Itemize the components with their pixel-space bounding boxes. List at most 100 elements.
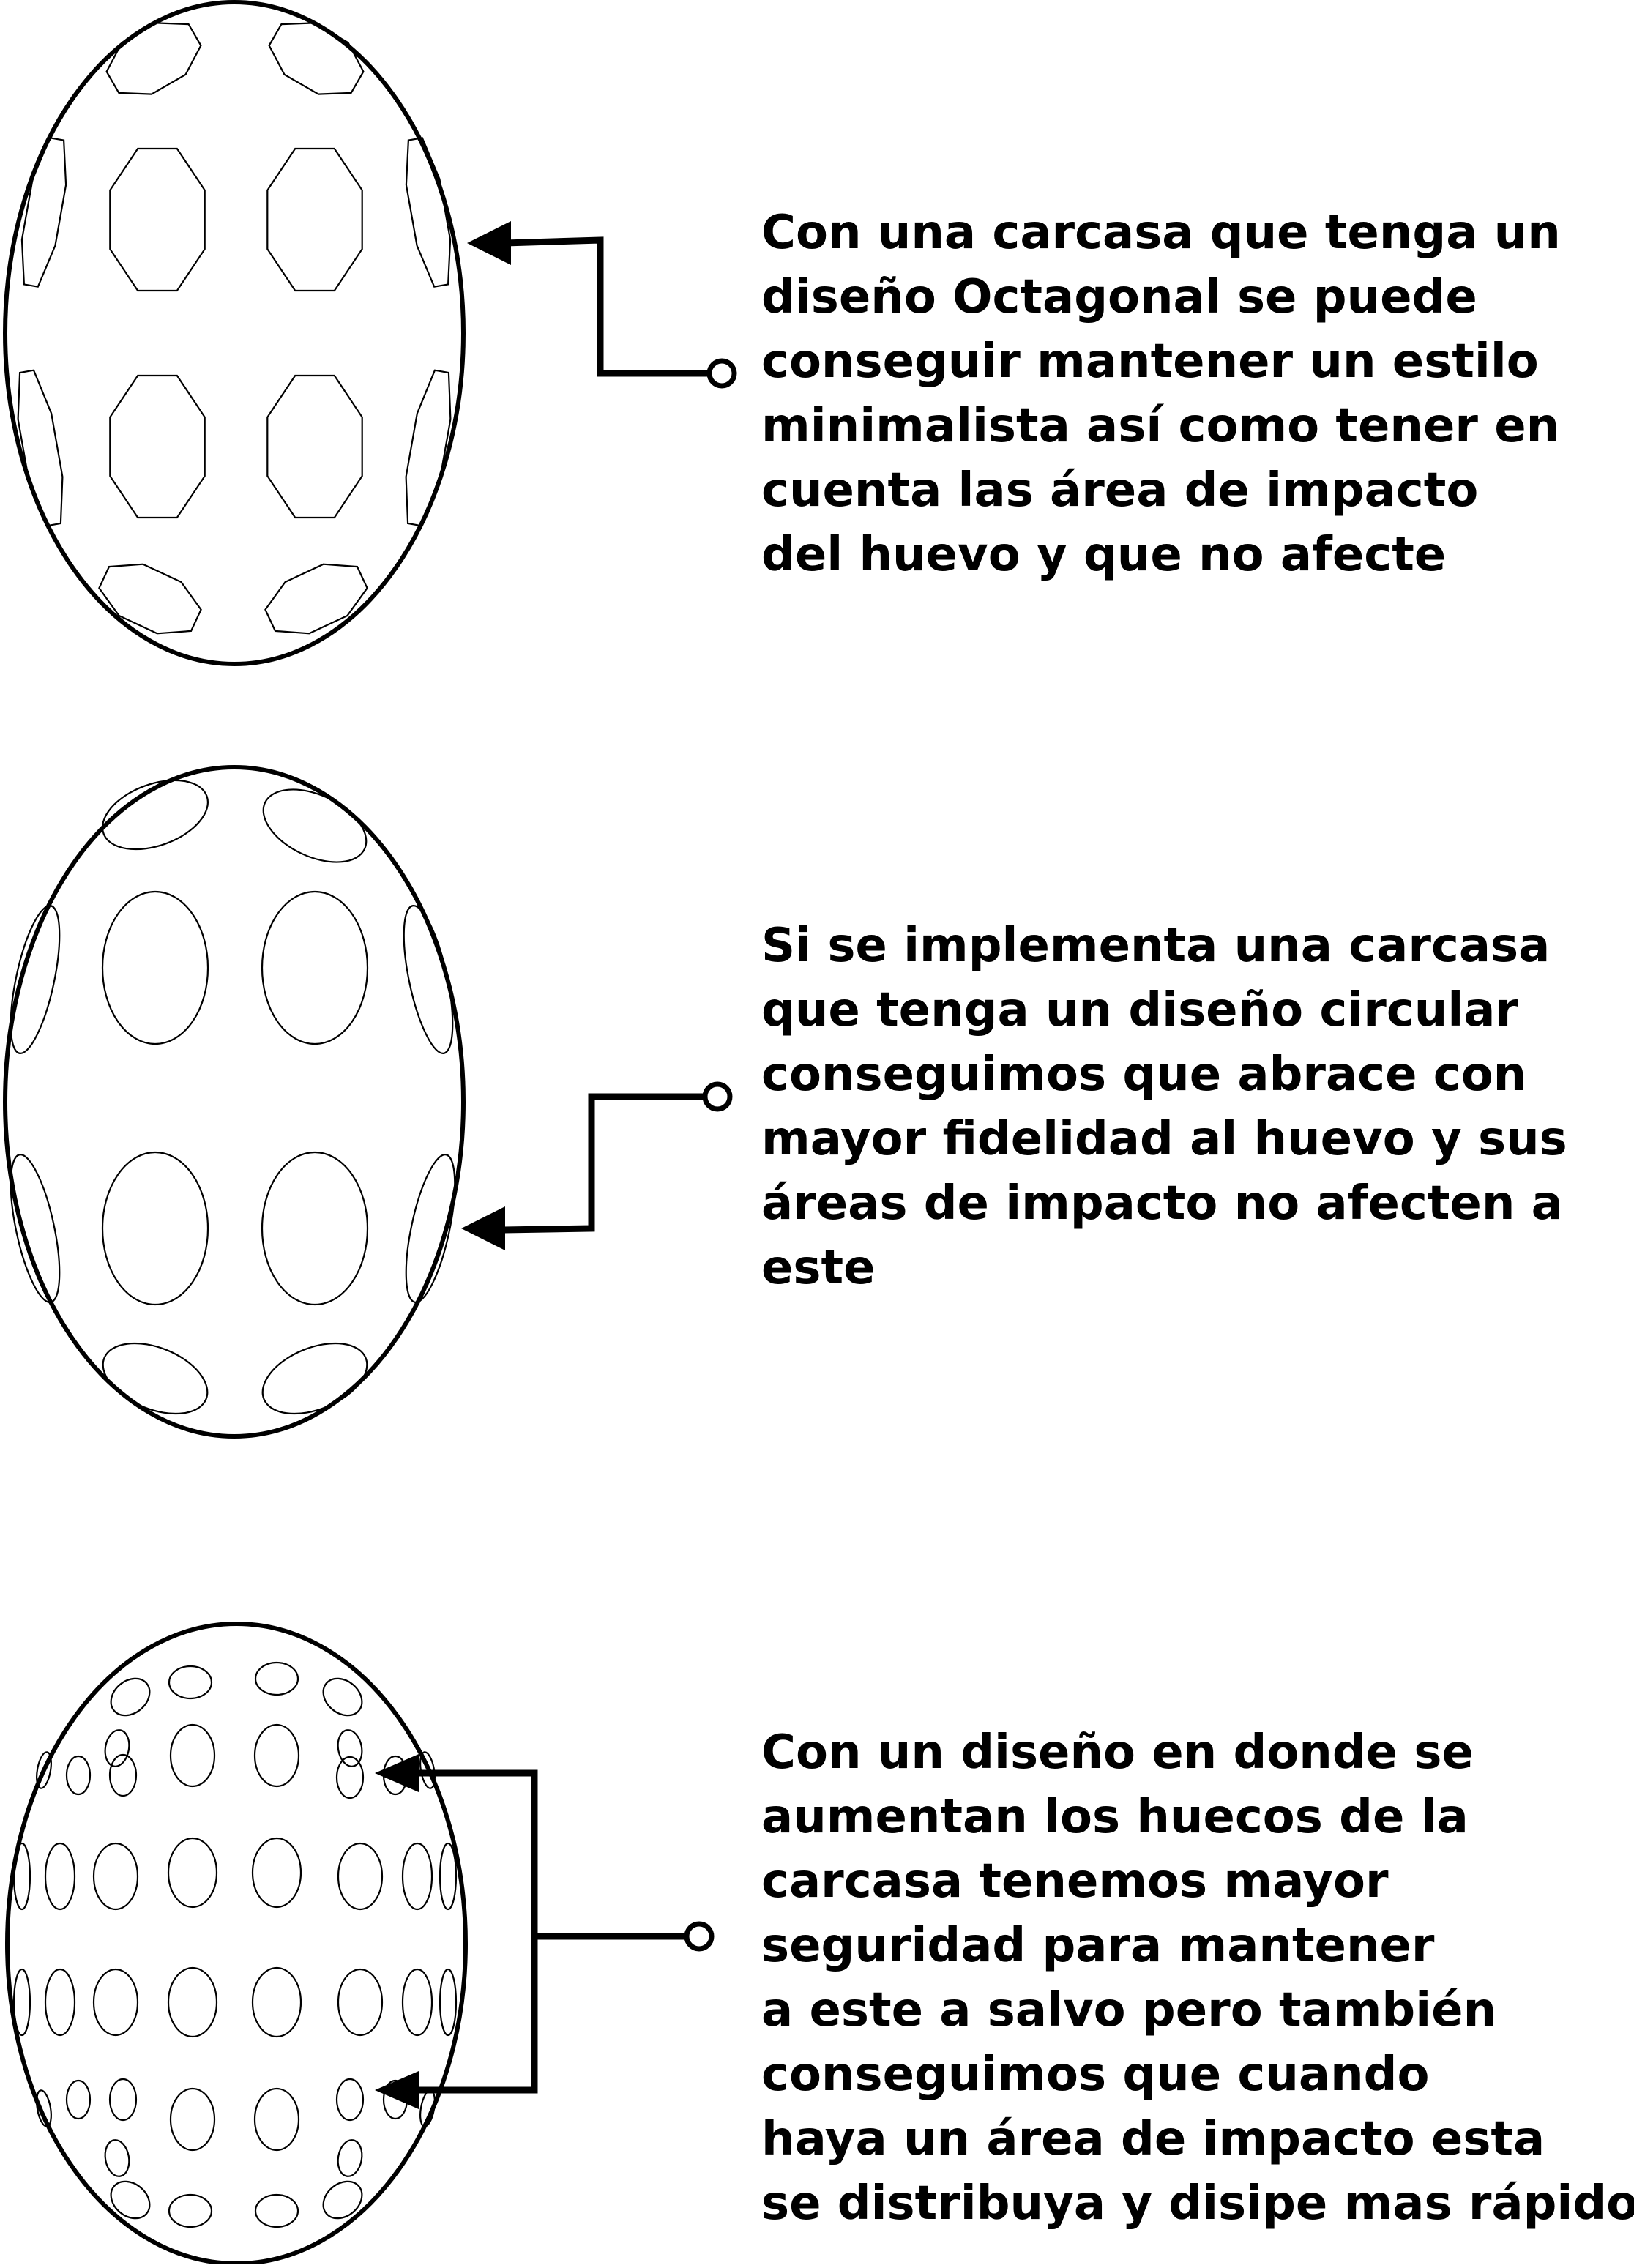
circular-hole — [254, 1661, 299, 1696]
octagonal-holes — [17, 22, 452, 635]
circular-hole — [65, 1755, 92, 1796]
caption-line: Con una carcasa que tenga un — [761, 206, 1561, 260]
octagon-hole — [405, 137, 452, 288]
egg-outline — [5, 1622, 468, 2266]
connector-anchor — [702, 1081, 733, 1112]
caption-line: haya un área de impacto esta — [761, 2112, 1545, 2166]
caption-line: diseño Octagonal se puede — [761, 270, 1477, 324]
circular-hole — [251, 1966, 302, 2038]
circular-hole — [101, 779, 209, 851]
caption-line: conseguir mantener un estilo — [761, 335, 1539, 389]
caption-line: Con un diseño en donde se — [761, 1726, 1474, 1780]
arrowhead — [461, 1206, 505, 1250]
circular-hole — [335, 1756, 365, 1799]
connector-arrow-3 — [375, 1754, 715, 2109]
octagon-hole — [268, 22, 365, 95]
egg-outline — [3, 765, 466, 1439]
perforated-holes — [12, 1661, 458, 2228]
circular-hole — [337, 2139, 363, 2177]
connector-line — [504, 236, 720, 377]
circular-hole — [36, 2089, 52, 2127]
caption-line: minimalista así como tener en — [761, 399, 1560, 453]
octagon-hole — [266, 374, 363, 519]
circular-hole — [322, 2180, 363, 2220]
circular-hole — [104, 2139, 130, 2177]
caption-line: se distribuya y disipe mas rápido — [761, 2176, 1634, 2231]
circular-hole — [169, 2087, 216, 2152]
connector-arrow-1 — [467, 221, 737, 389]
circular-hole — [337, 1729, 363, 1767]
arrowhead — [375, 2071, 419, 2109]
caption-line: que tenga un diseño circular — [761, 983, 1518, 1037]
octagonal-shell-egg — [3, 0, 466, 666]
arrowhead — [375, 1754, 419, 1792]
circular-hole — [337, 1968, 384, 2037]
caption-line: conseguimos que cuando — [761, 2048, 1430, 2102]
circular-hole — [168, 1665, 213, 1700]
circular-hole — [104, 1729, 130, 1767]
circular-hole — [261, 1342, 368, 1415]
caption-line: este — [761, 1241, 876, 1295]
octagon-hole — [109, 147, 206, 292]
circular-hole — [44, 1968, 76, 2037]
circular-hole — [12, 1968, 31, 2037]
caption-line: aumentan los huecos de la — [761, 1790, 1469, 1844]
octagon-hole — [105, 22, 202, 95]
perforated-shell-egg — [5, 1622, 468, 2266]
octagon-hole — [17, 369, 64, 527]
circular-hole — [167, 1966, 218, 2038]
caption-octagonal: Con una carcasa que tenga un diseño Octa… — [761, 201, 1625, 587]
circular-hole — [101, 890, 209, 1045]
circular-hole — [253, 2087, 300, 2152]
egg-outline — [3, 0, 466, 666]
circular-hole — [10, 1154, 61, 1303]
circular-holes — [10, 779, 456, 1415]
caption-line: cuenta las área de impacto — [761, 463, 1479, 518]
connector-line — [414, 1769, 698, 1940]
octagon-hole — [405, 369, 452, 527]
circular-hole — [439, 1842, 458, 1911]
circular-hole — [439, 1968, 458, 2037]
connector-anchor — [684, 1921, 715, 1952]
caption-line: seguridad para mantener — [761, 1919, 1435, 1973]
caption-line: carcasa tenemos mayor — [761, 1854, 1389, 1909]
circular-hole — [12, 1842, 31, 1911]
circular-hole — [36, 1751, 52, 1789]
circular-hole — [44, 1842, 76, 1911]
circular-hole — [261, 1151, 369, 1306]
caption-line: a este a salvo pero también — [761, 1983, 1497, 2037]
circular-hole — [253, 1723, 300, 1788]
circular-hole — [169, 1723, 216, 1788]
circular-hole — [401, 1968, 433, 2037]
caption-line: del huevo y que no afecte — [761, 528, 1447, 582]
circular-hole — [108, 2078, 138, 2122]
circular-hole — [168, 2193, 213, 2228]
circular-hole — [92, 1968, 139, 2037]
circular-hole — [108, 1753, 138, 1797]
octagon-hole — [20, 137, 67, 288]
caption-line: mayor fidelidad al huevo y sus — [761, 1112, 1567, 1166]
octagon-hole — [109, 374, 206, 519]
caption-line: Si se implementa una carcasa — [761, 919, 1551, 973]
connector-line — [503, 1093, 716, 1234]
circular-hole — [254, 2193, 299, 2228]
circular-hole — [262, 788, 368, 863]
circular-hole — [322, 1677, 363, 1717]
connector-arrow-2 — [461, 1081, 733, 1250]
connector-anchor — [706, 358, 737, 389]
circular-hole — [337, 1842, 384, 1911]
circular-hole — [403, 905, 454, 1054]
circular-hole — [101, 1151, 209, 1306]
circular-shell-egg — [3, 765, 466, 1439]
circular-hole — [92, 1842, 139, 1911]
circular-hole — [10, 905, 61, 1054]
circular-hole — [167, 1837, 218, 1909]
arrowhead — [467, 221, 511, 265]
circular-hole — [405, 1154, 456, 1303]
circular-hole — [335, 2078, 365, 2122]
octagon-hole — [266, 147, 363, 292]
connector-line — [414, 1936, 538, 2094]
circular-hole — [110, 2180, 151, 2220]
